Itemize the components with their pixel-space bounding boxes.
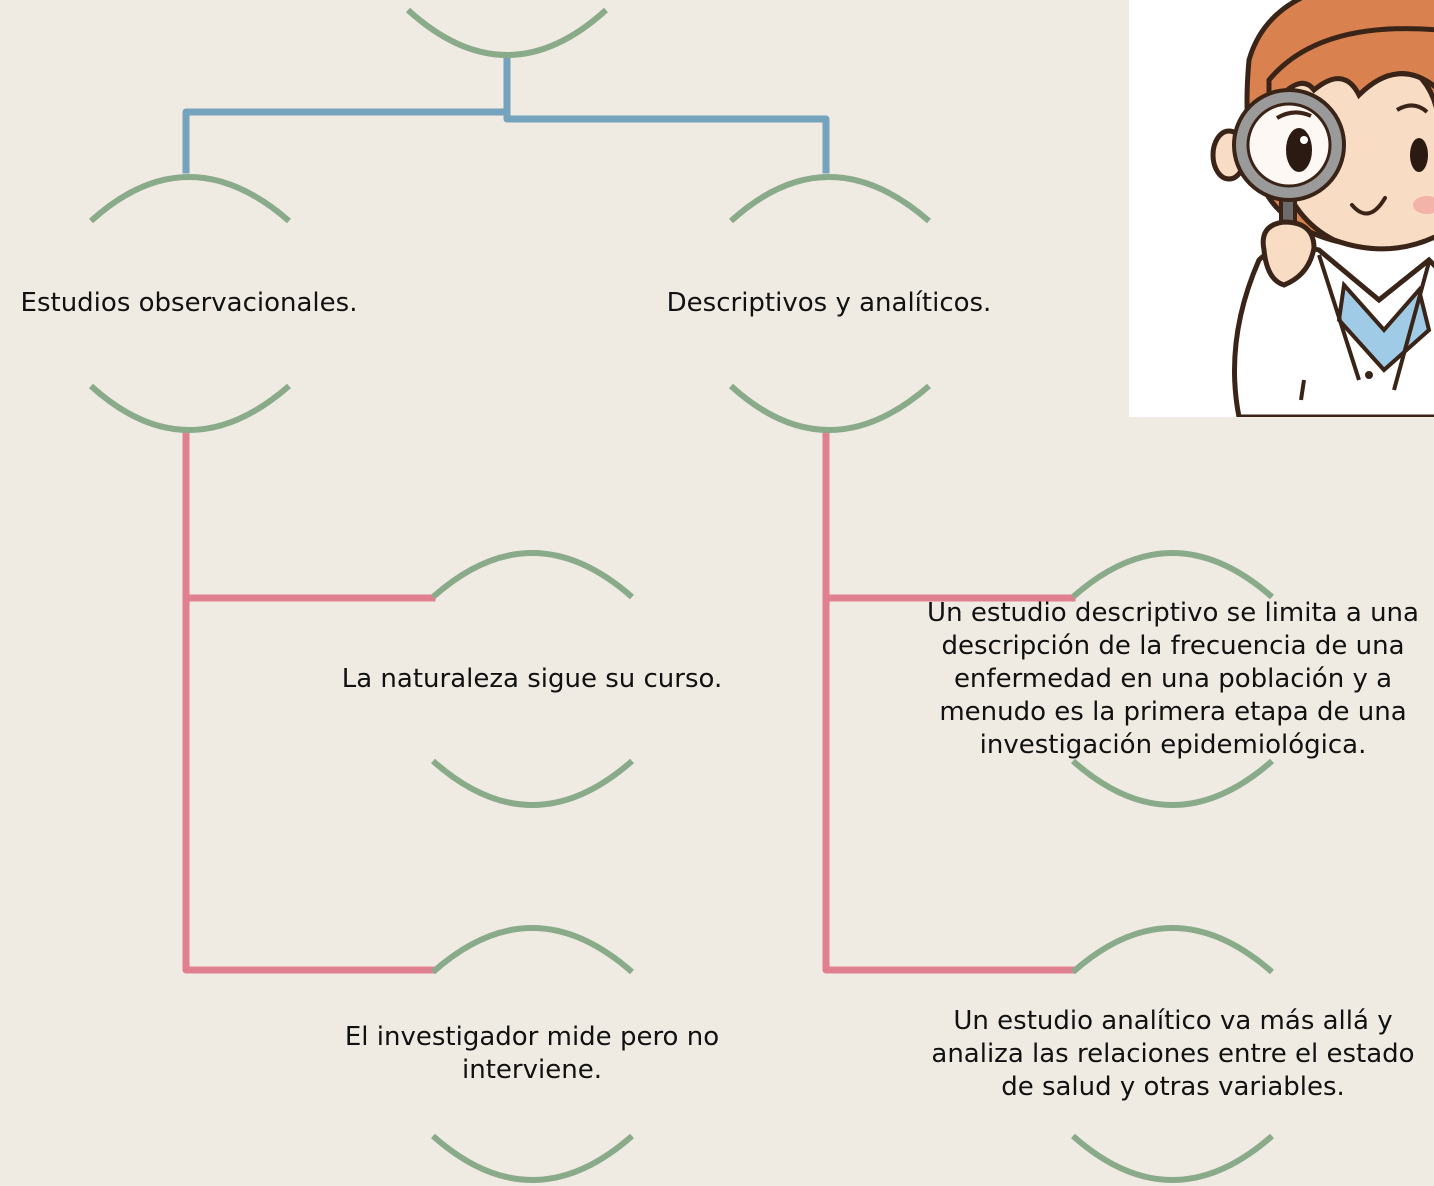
left-child-1-label: La naturaleza sigue su curso. — [341, 663, 723, 694]
connector-root-left — [182, 54, 511, 174]
left-child-1-top-arc — [431, 550, 634, 600]
right-child-1-label: Un estudio descriptivo se limita a una d… — [927, 597, 1419, 760]
doctor-magnifier-illustration — [1129, 0, 1434, 417]
left-child-2-label: El investigador mide pero no interviene. — [344, 1022, 720, 1085]
left-node-bottom-arc — [88, 383, 291, 433]
root-node-bottom-arc — [405, 7, 609, 58]
connector-root-right — [503, 108, 830, 174]
doctor-magnifier-icon — [1210, 0, 1434, 417]
right-child-2-label: Un estudio analítico va más allá y anali… — [931, 1005, 1415, 1102]
right-child-2-bottom-arc — [1071, 1133, 1274, 1183]
right-node-bottom-arc — [728, 383, 931, 433]
right-child-1-top-arc — [1071, 550, 1274, 600]
node-arcs — [88, 7, 1274, 1183]
left-node-label: Estudios observacionales. — [20, 287, 358, 318]
right-node-top-arc — [728, 174, 931, 224]
left-node-top-arc — [88, 174, 291, 224]
right-child-2-top-arc — [1071, 925, 1274, 975]
left-child-1-bottom-arc — [431, 758, 634, 808]
left-child-2-top-arc — [431, 925, 634, 975]
connector-right-children — [822, 432, 1076, 974]
root-node-label — [407, 0, 607, 40]
connector-left-children — [182, 432, 436, 974]
right-child-1-bottom-arc — [1071, 758, 1274, 808]
left-child-2-bottom-arc — [431, 1133, 634, 1183]
connector-lines — [182, 54, 1076, 974]
right-node-label: Descriptivos y analíticos. — [666, 287, 992, 318]
